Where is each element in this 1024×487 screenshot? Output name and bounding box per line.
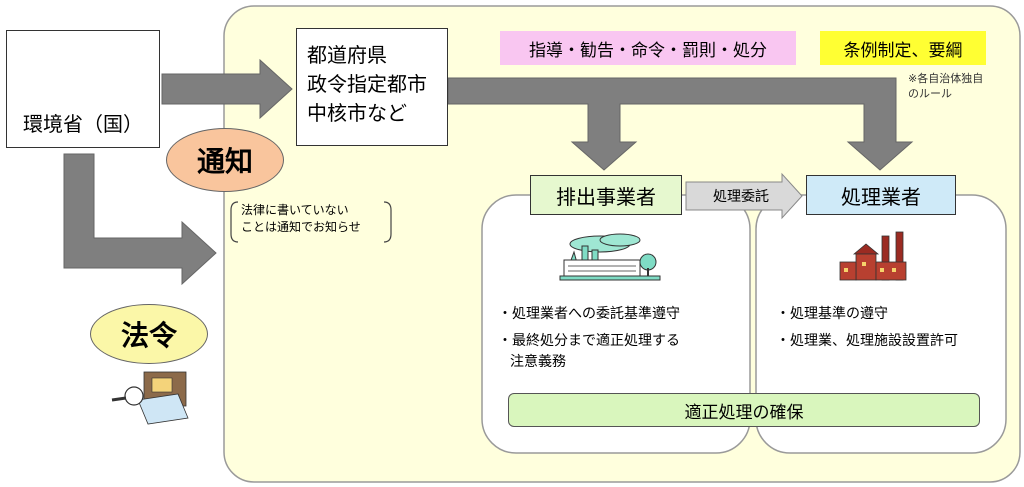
enforcement-actions-label: 指導・勧告・命令・罰則・処分 <box>529 40 767 61</box>
law-documents-icon <box>111 371 189 425</box>
generator-duty-2: ・最終処分まで適正処理する 注意義務 <box>498 331 748 373</box>
authority-line-2: 政令指定都市 <box>307 72 427 96</box>
generator-title-box: 排出事業者 <box>530 175 682 215</box>
authority-box: 都道府県 政令指定都市 中核市など <box>296 28 448 146</box>
processor-title: 処理業者 <box>841 184 921 209</box>
notice-bubble-label: 通知 <box>196 145 253 178</box>
ministry-label: 環境省（国） <box>23 112 143 136</box>
generator-title: 排出事業者 <box>556 184 656 209</box>
arrow-contract <box>685 172 803 220</box>
outcome-label: 適正処理の確保 <box>684 402 804 423</box>
note-bracket-right <box>383 201 392 243</box>
generator-duty-2-cont: 注意義務 <box>510 354 566 370</box>
notice-note-line-2: ことは通知でお知らせ <box>241 220 361 234</box>
generator-duty-1-text: ・処理業者への委託基準遵守 <box>498 306 680 322</box>
ordinance-note: ※各自治体独自 のルール <box>908 71 1018 101</box>
generator-duty-1: ・処理業者への委託基準遵守 <box>498 304 748 325</box>
factory-icon <box>559 233 661 281</box>
arrow-ministry-to-law <box>63 153 217 286</box>
ordinance-note-line-2: のルール <box>908 87 952 100</box>
outcome-bar: 適正処理の確保 <box>508 393 980 427</box>
note-bracket-left <box>230 201 239 243</box>
arrow-ministry-to-authority <box>161 58 293 120</box>
arrow-band-from-authority <box>447 77 914 171</box>
notice-note: 法律に書いていない ことは通知でお知らせ <box>231 200 391 242</box>
notice-note-line-1: 法律に書いていない <box>241 203 349 217</box>
ministry-box: 環境省（国） <box>6 30 160 148</box>
processor-duties: ・処理基準の遵守 ・処理業、処理施設設置許可 <box>776 304 1000 358</box>
ordinance-box: 条例制定、要綱 <box>820 31 986 65</box>
enforcement-actions-box: 指導・勧告・命令・罰則・処分 <box>500 31 796 65</box>
contract-arrow-label: 処理委託 <box>713 189 769 205</box>
processor-duty-2: ・処理業、処理施設設置許可 <box>776 333 958 349</box>
ordinance-note-line-1: ※各自治体独自 <box>908 72 984 85</box>
law-bubble-label: 法令 <box>120 319 177 352</box>
generator-duty-2-text: ・最終処分まで適正処理する <box>498 333 680 349</box>
processor-duty-1: ・処理基準の遵守 <box>776 306 888 322</box>
plant-icon <box>839 231 907 281</box>
authority-line-1: 都道府県 <box>307 43 387 67</box>
law-bubble: 法令 <box>90 304 208 364</box>
processor-title-box: 処理業者 <box>806 175 956 215</box>
authority-line-3: 中核市など <box>307 101 407 125</box>
ordinance-label: 条例制定、要綱 <box>843 40 963 61</box>
generator-duties: ・処理業者への委託基準遵守 ・最終処分まで適正処理する 注意義務 <box>498 304 748 379</box>
notice-bubble: 通知 <box>166 128 284 192</box>
